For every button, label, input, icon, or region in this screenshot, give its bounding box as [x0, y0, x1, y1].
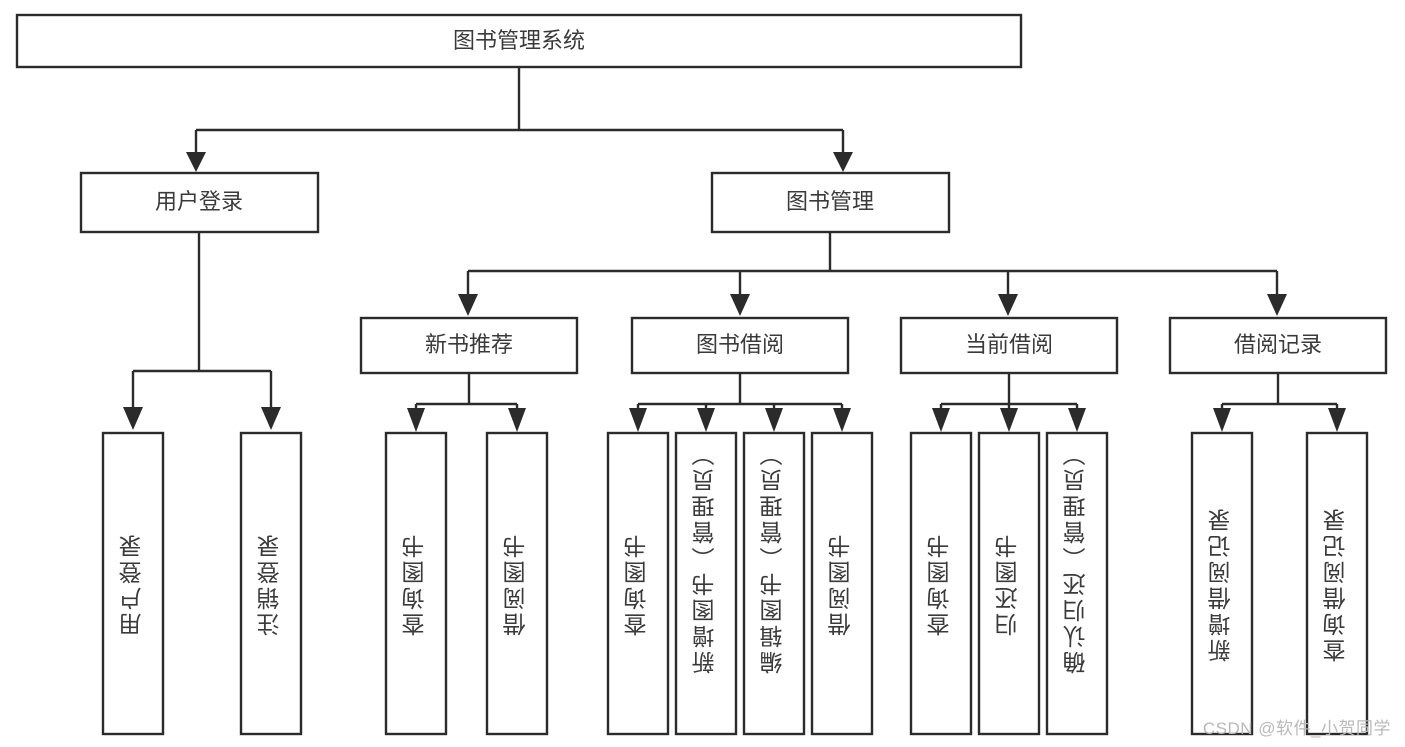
- leaf-box-logout-login[interactable]: [239, 431, 303, 736]
- node-book-borrow[interactable]: 图书借阅: [630, 316, 850, 375]
- node-new-book-recommend[interactable]: 新书推荐: [359, 316, 579, 375]
- leaf-box-return-book[interactable]: [977, 431, 1041, 736]
- node-root-system[interactable]: 图书管理系统: [15, 13, 1023, 69]
- root-box-shape: [15, 13, 1023, 69]
- root-box-label: 图书管理系统: [453, 28, 585, 53]
- connector-book-management-to-level3: [458, 232, 1287, 316]
- book-management-label: 图书管理: [786, 189, 874, 214]
- node-borrow-record[interactable]: 借阅记录: [1168, 316, 1388, 375]
- current-borrow-label: 当前借阅: [965, 332, 1053, 357]
- book-borrow-label: 图书借阅: [696, 332, 784, 357]
- leaf-box-borrow-book-1[interactable]: [485, 431, 549, 736]
- node-current-borrow[interactable]: 当前借阅: [899, 316, 1119, 375]
- user-login-box-shape: [79, 171, 320, 234]
- leaf-box-query-book-1[interactable]: [384, 431, 448, 736]
- leaf-box-query-book-2[interactable]: [606, 431, 670, 736]
- leaf-box-confirm-return[interactable]: [1045, 431, 1109, 736]
- connector-book-borrow-to-leaves: [629, 373, 851, 432]
- leaf-boxes: [101, 431, 1369, 736]
- borrow-record-label: 借阅记录: [1234, 332, 1322, 357]
- leaf-box-edit-book[interactable]: [742, 431, 806, 736]
- connector-new-book-recommend-to-leaves: [407, 373, 526, 432]
- connector-root-to-level2: [186, 67, 853, 172]
- new-book-recommend-box-shape: [359, 316, 579, 375]
- leaf-box-add-book[interactable]: [674, 431, 738, 736]
- csdn-watermark: CSDN @软件_小贺同学: [1202, 719, 1391, 738]
- leaf-box-query-borrow-record[interactable]: [1305, 431, 1369, 736]
- current-borrow-box-shape: [899, 316, 1119, 375]
- leaf-box-query-book-3[interactable]: [909, 431, 973, 736]
- connector-borrow-record-to-leaves: [1213, 373, 1346, 432]
- node-user-login[interactable]: 用户登录: [79, 171, 320, 234]
- leaf-box-borrow-book-2[interactable]: [810, 431, 874, 736]
- connector-user-login-to-leaves: [123, 232, 281, 430]
- leaf-box-user-login[interactable]: [101, 431, 165, 736]
- node-book-management[interactable]: 图书管理: [710, 171, 951, 234]
- new-book-recommend-label: 新书推荐: [425, 332, 513, 357]
- leaf-box-add-borrow-record[interactable]: [1190, 431, 1254, 736]
- connector-current-borrow-to-leaves: [932, 373, 1086, 432]
- user-login-label: 用户登录: [155, 189, 243, 214]
